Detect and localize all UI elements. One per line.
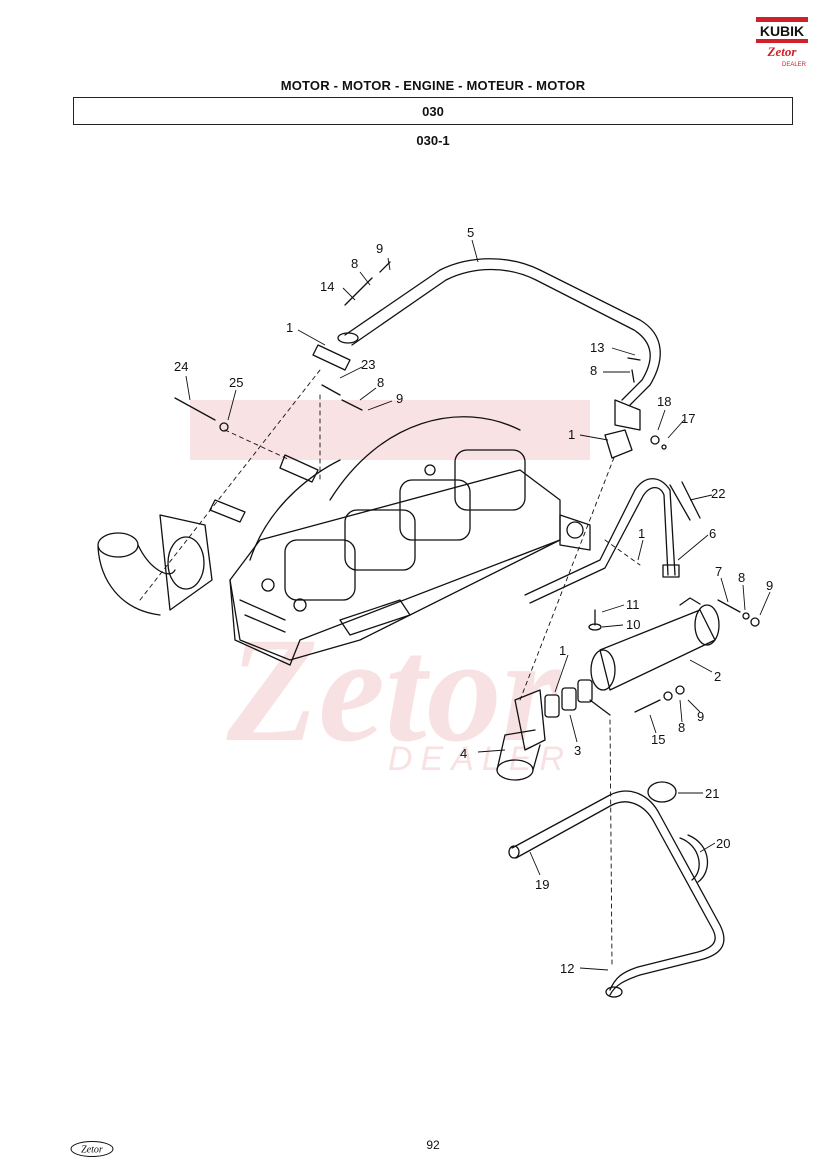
- callout-1: 1: [286, 320, 293, 335]
- footer-logo-text: Zetor: [81, 1145, 103, 1156]
- pipe-6: [524, 478, 701, 604]
- cooler-2: [589, 597, 720, 716]
- right-flange-set: [604, 357, 667, 459]
- pipe-19: [508, 781, 725, 998]
- callout-2: 2: [714, 669, 721, 684]
- footer-zetor-logo: Zetor: [70, 1141, 114, 1157]
- callout-23: 23: [361, 357, 375, 372]
- callout-1: 1: [638, 526, 645, 541]
- assembly-lines: [139, 369, 641, 966]
- group-code: 030: [422, 103, 444, 119]
- callouts: 9 5 8 14 1 24 23 25 8 9 13 8 18 17 1 22 …: [174, 225, 773, 976]
- callout-25: 25: [229, 375, 243, 390]
- engine-block: [229, 416, 591, 666]
- callout-9: 9: [396, 391, 403, 406]
- leader-lines: [185, 239, 771, 971]
- left-flange-and-elbow: [97, 514, 213, 616]
- callout-1: 1: [568, 427, 575, 442]
- callout-13: 13: [590, 340, 604, 355]
- figure-code: 030-1: [416, 133, 450, 148]
- callout-8: 8: [377, 375, 384, 390]
- logo-sub: Zetor: [767, 44, 798, 59]
- callout-15: 15: [651, 732, 665, 747]
- callout-21: 21: [705, 786, 719, 801]
- callout-8: 8: [590, 363, 597, 378]
- callout-8: 8: [678, 720, 685, 735]
- upper-bolt-set: [174, 261, 391, 523]
- watermark-dealer: DEALER: [388, 740, 572, 778]
- callout-9: 9: [766, 578, 773, 593]
- callout-5: 5: [467, 225, 474, 240]
- callout-4: 4: [460, 746, 467, 761]
- callout-18: 18: [657, 394, 671, 409]
- lower-bolts: [588, 599, 760, 713]
- callout-12: 12: [560, 961, 574, 976]
- callout-1: 1: [559, 643, 566, 658]
- callout-19: 19: [535, 877, 549, 892]
- callout-9: 9: [376, 241, 383, 256]
- callout-7: 7: [715, 564, 722, 579]
- pipe-5: [337, 258, 661, 431]
- callout-8: 8: [351, 256, 358, 271]
- page-number: 92: [426, 1138, 440, 1152]
- group-code-box: 030: [73, 97, 793, 125]
- logo-brand: KUBIK: [760, 23, 804, 39]
- callout-6: 6: [709, 526, 716, 541]
- callout-10: 10: [626, 617, 640, 632]
- callout-24: 24: [174, 359, 188, 374]
- callout-14: 14: [320, 279, 334, 294]
- callout-8: 8: [738, 570, 745, 585]
- gasket-stack: [496, 679, 593, 781]
- page-title: MOTOR - MOTOR - ENGINE - MOTEUR - MOTOR: [280, 78, 586, 93]
- kubik-dealer-logo: KUBIK Zetor DEALER: [754, 14, 810, 70]
- callout-11: 11: [626, 597, 640, 612]
- callout-3: 3: [574, 743, 581, 758]
- callout-22: 22: [711, 486, 725, 501]
- callout-9: 9: [697, 709, 704, 724]
- watermark: Zetor DEALER: [190, 400, 590, 778]
- logo-dealer: DEALER: [782, 62, 807, 68]
- callout-17: 17: [681, 411, 695, 426]
- callout-20: 20: [716, 836, 730, 851]
- watermark-brand: Zetor: [226, 607, 562, 773]
